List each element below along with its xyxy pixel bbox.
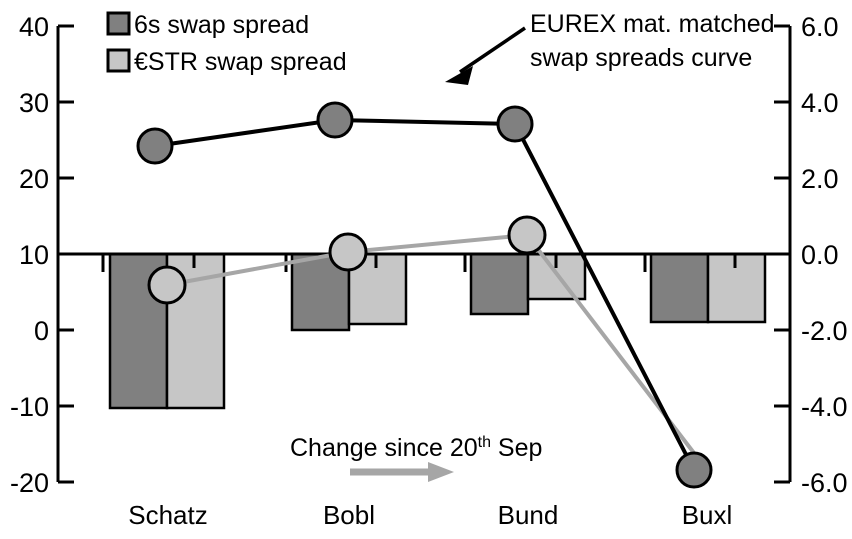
marker-change-bobl: [328, 232, 368, 272]
callout-eurex-curve: EUREX mat. matched swap spreads curve: [445, 10, 775, 85]
left-tick-label-10: 10: [19, 240, 49, 270]
legend-swatch-6s-icon: [106, 11, 131, 36]
line-eurex-swap-spreads-curve: [154, 117, 696, 471]
note-change-since: Change since 20th Sep: [290, 434, 542, 482]
left-tick-label-neg20: -20: [10, 468, 49, 498]
left-tick-label-40: 40: [19, 12, 49, 42]
bar-6s-buxl: [649, 252, 710, 324]
legend-swatch-estr-icon: [106, 48, 131, 73]
marker-change-schatz: [147, 265, 187, 305]
callout-text-line2: swap spreads curve: [530, 44, 752, 72]
category-label-bobl: Bobl: [323, 500, 375, 530]
category-label-schatz: Schatz: [128, 500, 208, 530]
category-label-buxl: Buxl: [682, 500, 733, 530]
right-tick-label-neg6: -6.0: [801, 468, 848, 498]
change-note-superscript: th: [478, 434, 491, 451]
callout-text-line1: EUREX mat. matched: [530, 10, 775, 38]
left-tick-label-neg10: -10: [10, 392, 49, 422]
bar-group-bund: [469, 252, 587, 316]
legend-label-6s: 6s swap spread: [134, 11, 309, 39]
bar-group-buxl: [649, 252, 767, 324]
marker-change-bund: [507, 215, 547, 255]
marker-eurex-bund: [496, 105, 534, 143]
legend-item-estr-swap-spread[interactable]: €STR swap spread: [106, 48, 347, 76]
marker-eurex-bobl: [316, 101, 354, 139]
category-label-bund: Bund: [498, 500, 559, 530]
right-tick-label-2: 2.0: [801, 164, 839, 194]
right-tick-label-neg2: -2.0: [801, 316, 848, 346]
left-tick-label-30: 30: [19, 88, 49, 118]
left-tick-label-20: 20: [19, 164, 49, 194]
right-tick-label-neg4: -4.0: [801, 392, 848, 422]
marker-eurex-schatz: [136, 127, 174, 165]
change-note-suffix: Sep: [491, 434, 542, 462]
legend-item-6s-swap-spread[interactable]: 6s swap spread: [106, 11, 309, 39]
right-tick-label-4: 4.0: [801, 88, 839, 118]
line-change-since-20th-sep: [166, 232, 709, 472]
callout-arrow-line: [459, 26, 526, 74]
left-tick-label-0: 0: [34, 316, 49, 346]
right-tick-label-0: 0.0: [801, 240, 839, 270]
right-tick-label-6: 6.0: [801, 12, 839, 42]
change-note-prefix: Change since 20: [290, 434, 478, 462]
change-note-arrow-head-icon: [428, 462, 454, 482]
change-note-text: Change since 20th Sep: [290, 434, 542, 462]
legend-label-estr: €STR swap spread: [134, 48, 347, 76]
bar-6s-bund: [469, 252, 530, 316]
legend: 6s swap spread €STR swap spread: [106, 11, 347, 76]
marker-eurex-buxl: [675, 451, 713, 489]
callout-arrow-head-icon: [445, 66, 473, 85]
